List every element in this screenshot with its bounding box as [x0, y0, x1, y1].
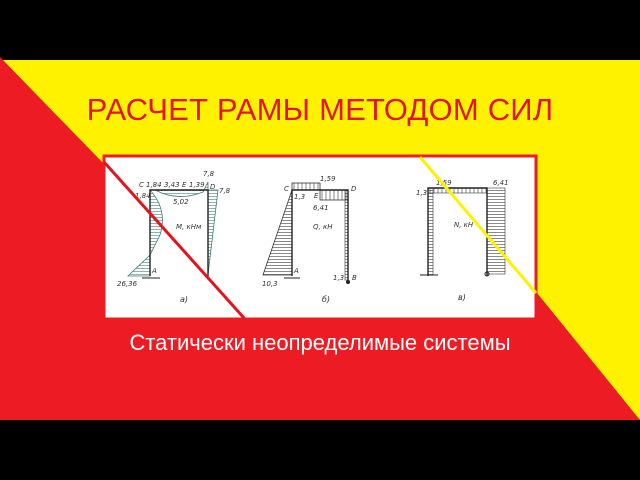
top-black-bar	[0, 0, 640, 60]
red-diagonal-stripe	[102, 160, 246, 320]
label: C	[139, 181, 144, 189]
label: B	[352, 274, 357, 282]
diagram-unit: M, кНм	[176, 223, 202, 231]
diagram-caption: б)	[322, 295, 330, 304]
diagram-caption: в)	[458, 293, 466, 302]
bottom-black-bar	[0, 420, 640, 480]
diagram-caption: а)	[180, 295, 188, 304]
label: A	[151, 267, 157, 275]
label: 7,8	[219, 187, 231, 195]
video-subtitle: Статически неопределимые системы	[129, 330, 511, 355]
yellow-diagonal-stripe	[418, 156, 538, 294]
label: D	[351, 185, 357, 193]
label: 10,3	[262, 280, 278, 288]
video-title: РАСЧЕТ РАМЫ МЕТОДОМ СИЛ	[86, 92, 554, 127]
shear-diagram: 1,59 C 1,3 E D 6,41 Q, кН 10,3 A 1,3 B б…	[262, 175, 357, 304]
moment-diagram: C 1,84 3,43 E 1,39 7,8 D 7,8 1,84 5,02 M…	[117, 170, 231, 304]
label: 1,84	[146, 181, 162, 189]
label: 3,43	[164, 181, 180, 189]
label: 1,3	[333, 274, 344, 282]
label: 1,39	[189, 181, 205, 189]
label: D	[210, 183, 216, 191]
label: 1,3	[416, 189, 427, 197]
label: 6,41	[313, 204, 329, 212]
label: C	[284, 185, 289, 193]
diagram-unit: Q, кН	[313, 223, 333, 231]
label: 26,36	[117, 280, 138, 288]
label: 6,41	[493, 179, 509, 187]
label: 1,84	[135, 192, 151, 200]
label: E	[182, 181, 187, 189]
diagram-unit: N, кН	[454, 221, 474, 229]
label: 1,3	[294, 193, 305, 201]
label: 7,8	[203, 170, 215, 178]
label: 5,02	[173, 198, 189, 206]
label: 1,59	[320, 175, 336, 183]
label: A	[293, 267, 299, 275]
label: E	[314, 192, 319, 200]
